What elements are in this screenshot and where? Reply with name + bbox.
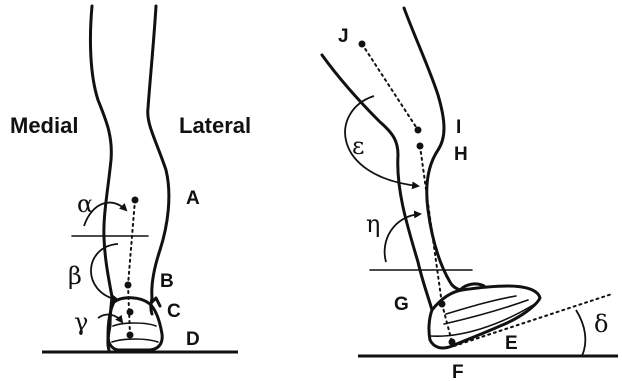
point-label-J: J: [338, 26, 349, 47]
rear-mid-axis-dot: [125, 282, 132, 289]
point-label-A: A: [186, 188, 200, 209]
rear-leg-medial-outline: [90, 6, 112, 350]
point-label-H: H: [454, 144, 468, 165]
rear-sole-axis-dot: [127, 332, 134, 339]
angle-label-delta: δ: [594, 310, 608, 338]
point-label-D: D: [186, 329, 200, 350]
side-shoe-sole: [430, 302, 538, 336]
side-ankle-dot: [439, 301, 446, 308]
side-leg-back-outline: [322, 55, 432, 310]
side-view-leg: J I H G E F ε η δ: [322, 8, 618, 381]
rear-shoe-counter: [113, 323, 156, 326]
angle-label-alpha: α: [77, 190, 93, 218]
rear-heel-axis-dot: [127, 309, 134, 316]
rear-heel-shoe: [108, 298, 162, 350]
lateral-label: Lateral: [179, 113, 251, 138]
point-label-E: E: [505, 333, 518, 354]
side-knee-dot-lower: [417, 143, 424, 150]
rear-leg-lateral-outline: [148, 6, 169, 314]
side-knee-dot-upper: [415, 127, 422, 134]
medial-label: Medial: [10, 113, 78, 138]
rear-upper-axis-dot: [132, 197, 139, 204]
point-label-G: G: [394, 294, 409, 315]
point-label-F: F: [452, 362, 464, 381]
angle-label-eta: η: [366, 210, 380, 238]
angle-label-beta: β: [68, 262, 82, 290]
side-hip-dot: [359, 41, 366, 48]
point-label-B: B: [160, 271, 174, 292]
point-label-C: C: [167, 301, 181, 322]
rear-view-leg: Medial Lateral A B C D α β γ: [10, 6, 251, 352]
side-heel-dot: [449, 339, 456, 346]
point-label-I: I: [456, 117, 461, 138]
rear-leg-axis: [128, 200, 135, 285]
angle-label-epsilon: ε: [352, 132, 364, 160]
side-shoe-stripe-1: [446, 296, 516, 314]
side-thigh-axis: [362, 44, 418, 130]
delta-arc: [576, 310, 585, 356]
rear-shoe-sole: [112, 339, 158, 342]
angle-label-gamma: γ: [74, 308, 88, 336]
sole-inclination-line: [454, 294, 612, 346]
